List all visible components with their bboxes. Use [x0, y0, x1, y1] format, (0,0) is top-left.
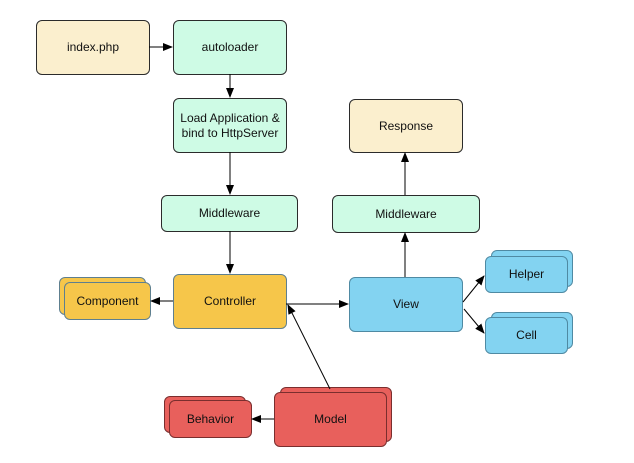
node-load-application: Load Application & bind to HttpServer	[173, 98, 287, 153]
node-label: Controller	[203, 294, 257, 308]
node-behavior: Behavior	[169, 400, 252, 438]
node-cell: Cell	[485, 317, 568, 354]
node-label: View	[393, 297, 419, 311]
edge-view-cell	[463, 308, 485, 334]
node-label: Component	[76, 293, 139, 308]
node-label: index.php	[66, 40, 120, 54]
node-label: Model	[314, 412, 347, 426]
edge-model-controller	[287, 304, 331, 390]
node-label: Response	[378, 118, 434, 133]
node-label: Helper	[508, 267, 545, 281]
edge-view-helper	[462, 275, 485, 303]
node-label: Middleware	[198, 206, 261, 220]
node-middleware-in: Middleware	[161, 195, 298, 232]
node-index: index.php	[36, 20, 150, 75]
node-view: View	[349, 277, 463, 332]
node-autoloader: autoloader	[173, 20, 287, 75]
node-label: Load Application & bind to HttpServer	[180, 110, 280, 140]
node-component: Component	[64, 282, 151, 320]
node-label: Middleware	[375, 206, 437, 221]
node-controller: Controller	[173, 274, 287, 329]
node-helper: Helper	[485, 256, 568, 293]
node-label: Cell	[516, 328, 537, 342]
node-label: autoloader	[201, 40, 259, 54]
node-model: Model	[274, 392, 387, 447]
node-response: Response	[349, 99, 463, 153]
node-middleware-out: Middleware	[332, 195, 480, 233]
node-label: Behavior	[186, 411, 235, 426]
